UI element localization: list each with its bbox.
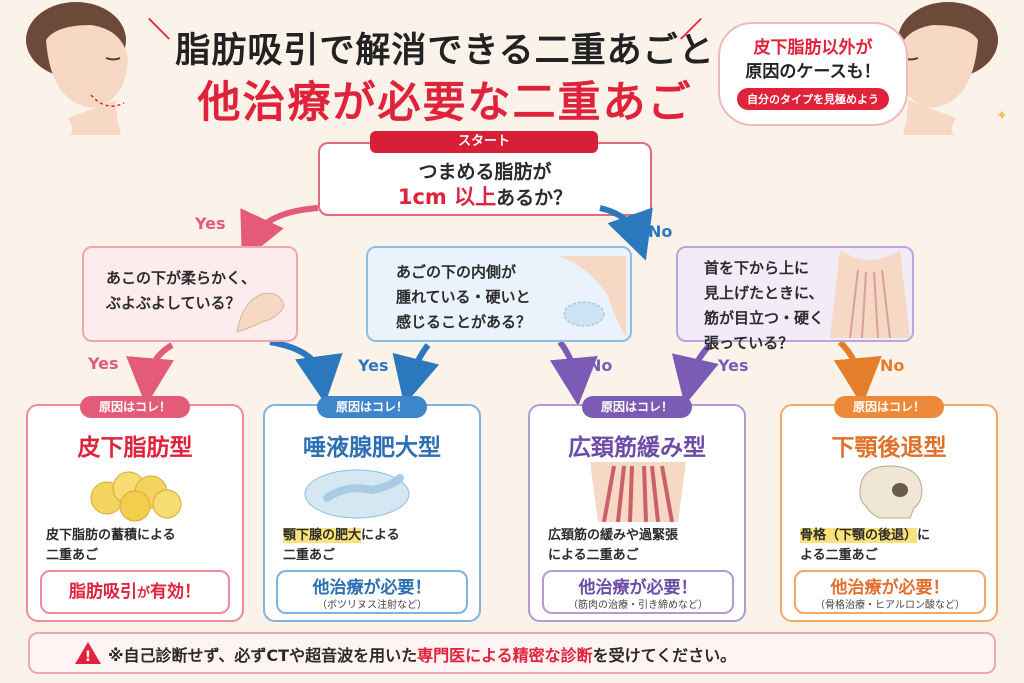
result-desc-line: 骨格（下顎の後退）に [800, 526, 930, 546]
result-tag: 原因はコレ！ [317, 396, 427, 418]
arrow-no-pink [269, 339, 343, 404]
label-yes-right: Yes [718, 356, 749, 375]
result-pill-part: 脂肪吸引 [68, 582, 137, 602]
result-title: 広頚筋緩み型 [568, 435, 706, 461]
arrow-yes-purple [671, 342, 719, 406]
result-title: 下顎後退型 [831, 435, 947, 461]
question-text: 首を下から上に [704, 259, 810, 277]
sparkle-icon: ＼ [148, 18, 171, 43]
question-text: あごの下の内側が [396, 263, 517, 281]
result-desc-highlight: 骨格（下顎の後退） [800, 528, 918, 543]
result-desc: 骨格（下顎の後退）に よる二重あご [800, 526, 930, 566]
callout-line2: 原因のケースも！ [745, 62, 881, 82]
result-title: 唾液腺肥大型 [303, 435, 441, 461]
result-desc-line: 二重あご [283, 548, 336, 563]
warning-banner [28, 632, 996, 674]
result-desc: 皮下脂肪の蓄積による 二重あご [46, 526, 176, 566]
result-title: 皮下脂肪型 [77, 435, 193, 461]
result-desc-line: 皮下脂肪の蓄積による [46, 528, 176, 543]
start-question-box: つまめる脂肪が 1cm 以上あるか？ [318, 142, 652, 216]
result-pill-sub: （ボツリヌス注射など） [317, 600, 427, 611]
neck-gland-illustration [558, 256, 626, 336]
question-text: 筋が目立つ・硬く [704, 309, 825, 327]
callout-bubble: 皮下脂肪以外が 原因のケースも！ 自分のタイプを見極めよう [718, 22, 908, 126]
result-pill-main: 他治療が必要！ [578, 578, 698, 598]
label-no-right: No [880, 356, 905, 375]
label-no-top: No [648, 222, 673, 241]
start-question-highlight: 1cm 以上 [397, 185, 497, 209]
result-pill-main: 脂肪吸引が有効！ [42, 572, 228, 606]
result-pill-main: 他治療が必要！ [312, 578, 432, 598]
warning-icon: ! [75, 642, 101, 665]
result-tag: 原因はコレ！ [582, 396, 692, 418]
result-desc-line: 広頚筋の緩みや過緊張 [548, 528, 679, 543]
result-pill-sub: （筋肉の治療・引き締めなど） [568, 600, 708, 611]
sparkle-icon: ／ [680, 18, 703, 43]
callout-line1: 皮下脂肪以外が [753, 38, 873, 58]
result-pill-sub: （骨格治療・ヒアルロン酸など） [815, 600, 965, 611]
callout-pill: 自分のタイプを見極めよう [737, 88, 889, 110]
result-desc-rest: による [361, 528, 400, 543]
result-desc-line: 顎下腺の肥大による [283, 526, 400, 546]
label-no-mid: No [588, 356, 613, 375]
result-tag: 原因はコレ！ [834, 396, 944, 418]
question-text: 感じることがある？ [396, 313, 532, 331]
result-pill: 他治療が必要！ （骨格治療・ヒアルロン酸など） [794, 570, 986, 614]
page-title-line1: 脂肪吸引で解消できる二重あごと [175, 31, 715, 71]
warning-part: ※自己診断せず、必ずCTや超音波を用いた [108, 646, 418, 665]
warning-highlight: 専門医による精密な診断 [417, 646, 593, 665]
arrow-no-blue [549, 340, 598, 406]
label-yes-top: Yes [195, 214, 226, 233]
result-tag: 原因はコレ！ [80, 396, 190, 418]
result-desc: 顎下腺の肥大による 二重あご [283, 526, 400, 566]
start-question-line1: つまめる脂肪が [418, 161, 552, 183]
warning-part: を受けてください。 [592, 646, 737, 665]
warning-text: ※自己診断せず、必ずCTや超音波を用いた専門医による精密な診断を受けてください。 [108, 642, 736, 666]
label-yes-mid: Yes [358, 356, 389, 375]
start-tag: スタート [370, 131, 598, 153]
start-question-line2: 1cm 以上あるか？ [320, 184, 650, 211]
result-pill: 脂肪吸引が有効！ [40, 570, 230, 614]
result-desc-line: 二重あご [46, 548, 99, 563]
question-text: あこの下が柔らかく、 [106, 269, 257, 287]
woman-face-right-illustration: ✦ [896, 2, 1008, 135]
result-pill-main: 他治療が必要！ [830, 578, 950, 598]
salivary-gland-illustration [304, 469, 410, 519]
start-question-rest: あるか？ [496, 187, 573, 209]
result-pill-part: 有効！ [150, 582, 201, 602]
page-title-line2: 他治療が必要な二重あご [197, 78, 693, 128]
result-desc-rest: に [917, 528, 931, 543]
pinch-hand-illustration [236, 292, 285, 333]
result-pill: 他治療が必要！ （筋肉の治療・引き締めなど） [542, 570, 734, 614]
result-desc-line: よる二重あご [800, 548, 878, 563]
result-desc-highlight: 顎下腺の肥大 [283, 528, 362, 543]
question-text: 張っている？ [704, 334, 794, 352]
arrow-yes-pink [126, 342, 174, 406]
question-text: ぶよぶよしている？ [106, 294, 241, 312]
woman-face-left-illustration [26, 2, 128, 135]
result-pill: 他治療が必要！ （ボツリヌス注射など） [276, 570, 468, 614]
result-pill-part: が [136, 586, 150, 601]
result-desc-line: による二重あご [548, 548, 639, 563]
svg-text:!: ! [85, 649, 91, 665]
fat-cells-illustration [90, 471, 182, 522]
arrow-yes-top [240, 205, 319, 262]
result-desc: 広頚筋の緩みや過緊張 による二重あご [548, 526, 678, 566]
neck-muscle-illustration [830, 250, 910, 338]
skull-illustration [859, 465, 923, 519]
neck-muscle-fibers-illustration [590, 462, 686, 522]
arrow-no-top [599, 205, 653, 261]
question-text: 腫れている・硬いと [396, 288, 531, 306]
arrow-yes-blue [392, 343, 440, 406]
arrow-no-purple [833, 339, 882, 406]
question-text: 見上げたときに、 [704, 284, 824, 302]
svg-text:✦: ✦ [996, 108, 1008, 124]
label-yes-left: Yes [88, 354, 119, 373]
